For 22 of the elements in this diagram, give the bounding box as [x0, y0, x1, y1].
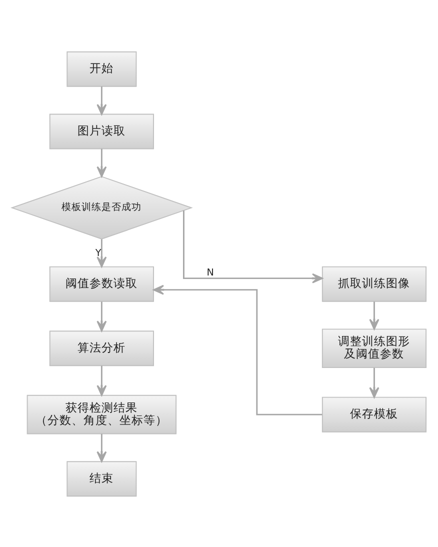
- arrow: [153, 284, 322, 415]
- arrow: [96, 365, 107, 396]
- arrow: [96, 433, 107, 462]
- arrow: [96, 301, 107, 332]
- node-box: 图片读取: [49, 113, 154, 149]
- node-diamond: 模板训练是否成功: [10, 176, 193, 239]
- node-box: 保存模板: [322, 396, 427, 432]
- node-box: 开始: [66, 50, 137, 86]
- node-box: 调整训练图形及阈值参数: [322, 328, 427, 368]
- edge-label: Y: [95, 247, 102, 258]
- node-box: 抓取训练图像: [322, 266, 427, 302]
- arrow: [183, 210, 323, 283]
- node-box: 结束: [66, 460, 137, 496]
- node-box: 阈值参数读取: [49, 266, 154, 302]
- arrow: [96, 238, 107, 267]
- node-box: 获得检测结果（分数、角度、坐标等）: [26, 394, 177, 434]
- arrow: [369, 367, 380, 398]
- arrow: [96, 148, 107, 177]
- edge-label: N: [206, 266, 214, 278]
- arrow: [369, 301, 380, 330]
- node-box: 算法分析: [49, 330, 154, 366]
- arrow: [96, 86, 107, 114]
